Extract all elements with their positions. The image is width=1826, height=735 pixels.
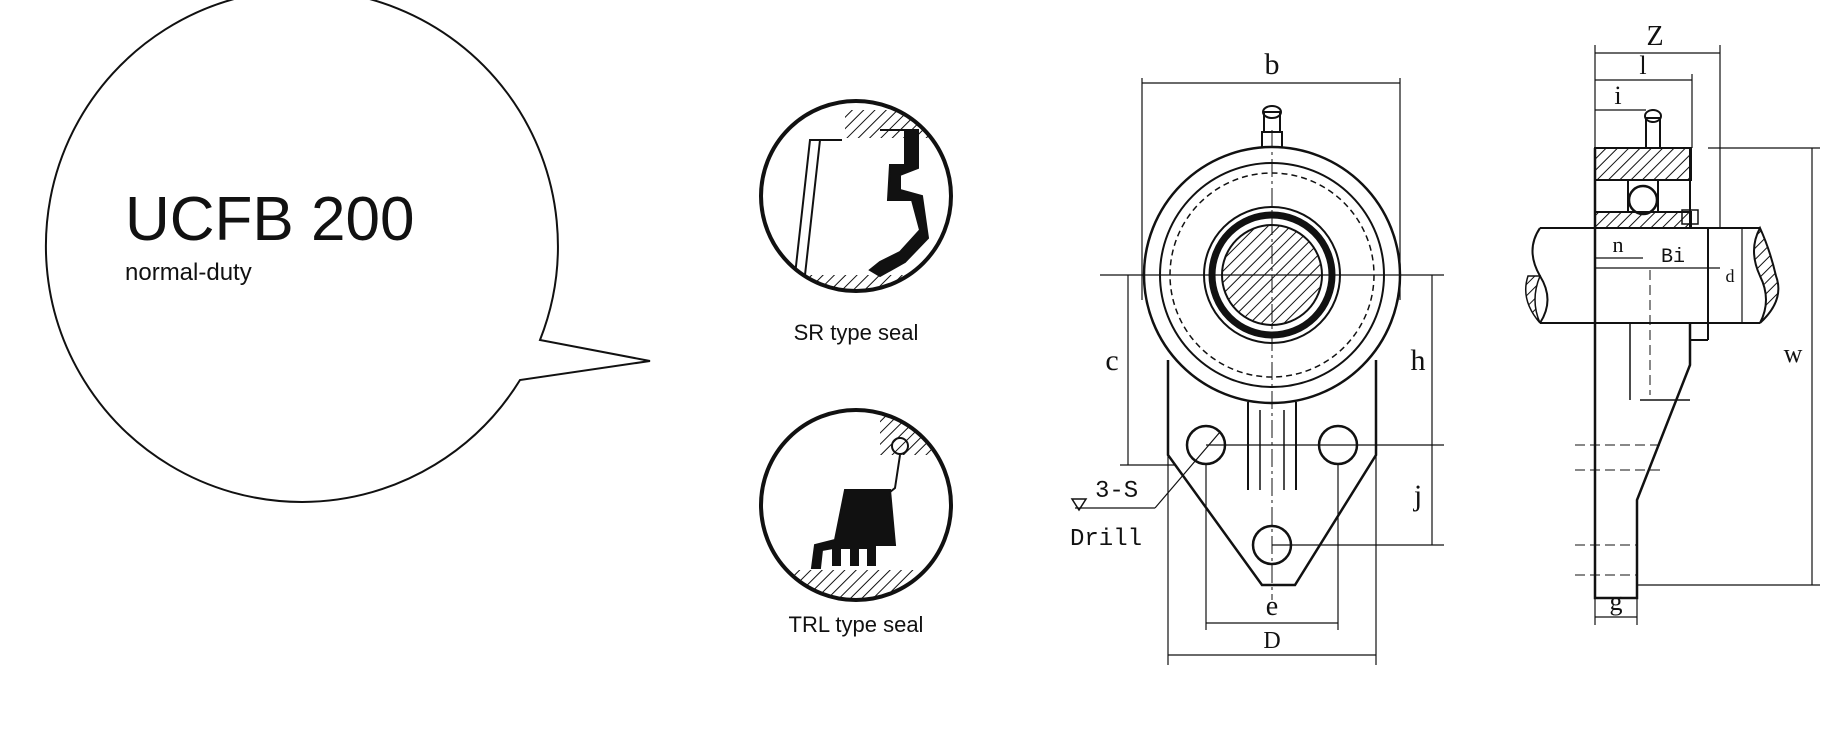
dim-b-label: b [1265,48,1280,81]
model-title: UCFB 200 [125,185,414,254]
duty-subtitle: normal-duty [125,259,252,286]
drill-label: Drill [1070,526,1142,553]
holes-label: 3-S [1095,478,1138,505]
dim-i-label: i [1614,81,1621,110]
dim-d-label: d [1726,266,1735,286]
dim-h-label: h [1411,344,1426,377]
side-view: Z l i n Bi d w g [1525,21,1820,625]
dim-j-label: j [1413,479,1422,512]
front-view: b c h j e D 3-S Drill [1070,48,1444,665]
trl-seal-detail: TRL type seal [759,408,953,637]
sr-seal-detail: SR type seal [759,99,953,345]
dim-w-label: w [1784,339,1803,368]
dim-l-label: l [1639,51,1646,80]
dim-e-label: e [1266,591,1278,622]
callout-bubble: UCFB 200 normal-duty [44,0,651,503]
dim-D-label: D [1263,628,1280,654]
dim-n-label: n [1613,232,1624,257]
dim-c-label: c [1105,344,1118,377]
dim-Bi-label: Bi [1661,246,1685,269]
dim-g-label: g [1610,587,1623,616]
trl-seal-caption: TRL type seal [789,612,924,637]
dim-Z-label: Z [1646,21,1663,52]
sr-seal-caption: SR type seal [794,320,919,345]
